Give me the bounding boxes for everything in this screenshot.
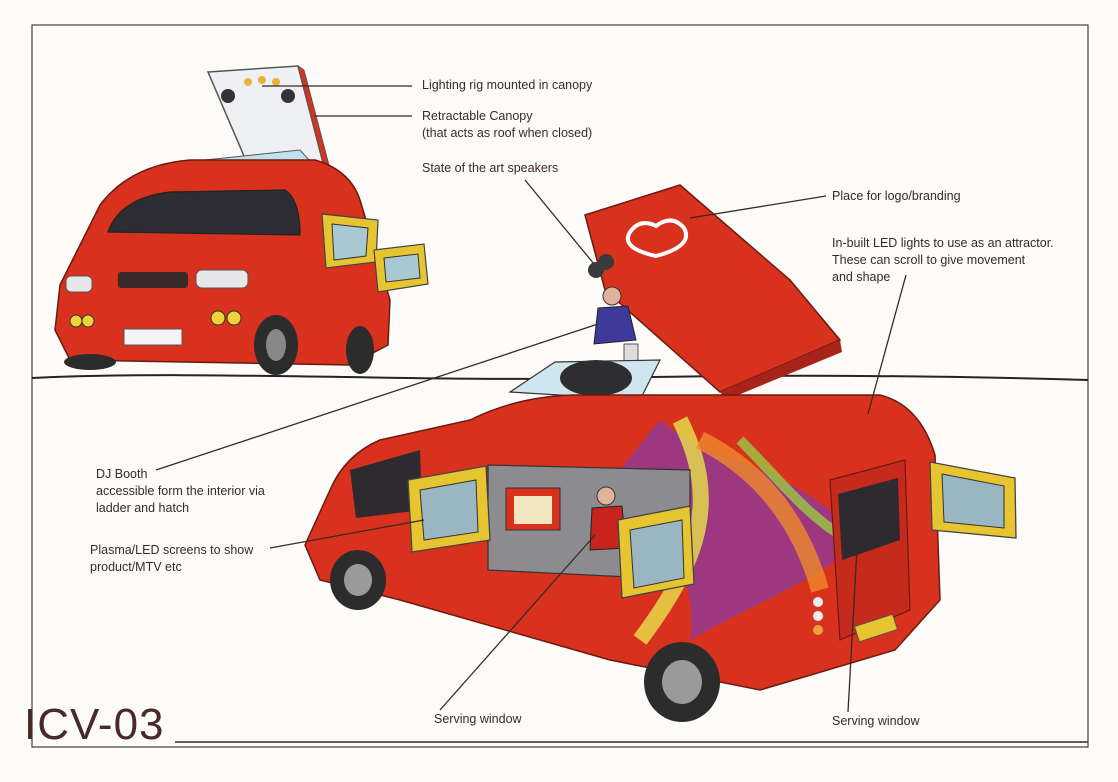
- label-lighting-rig: Lighting rig mounted in canopy: [422, 77, 592, 94]
- label-screens: Plasma/LED screens to show product/MTV e…: [90, 542, 253, 576]
- canopy-light: [221, 89, 235, 103]
- canopy-light: [281, 89, 295, 103]
- label-serving-window-right: Serving window: [832, 713, 920, 730]
- label-led-lights: In-built LED lights to use as an attract…: [832, 235, 1054, 286]
- label-retractable-canopy: Retractable Canopy (that acts as roof wh…: [422, 108, 592, 142]
- dj-figure: [603, 287, 621, 305]
- speaker-icon: [598, 254, 614, 270]
- label-speakers: State of the art speakers: [422, 160, 558, 177]
- grille: [118, 272, 188, 288]
- label-serving-window-left: Serving window: [434, 711, 522, 728]
- van-front-view: [55, 66, 428, 375]
- sheet-title: ICV-03: [24, 700, 165, 750]
- label-dj-booth: DJ Booth accessible form the interior vi…: [96, 466, 265, 517]
- label-logo-branding: Place for logo/branding: [832, 188, 961, 205]
